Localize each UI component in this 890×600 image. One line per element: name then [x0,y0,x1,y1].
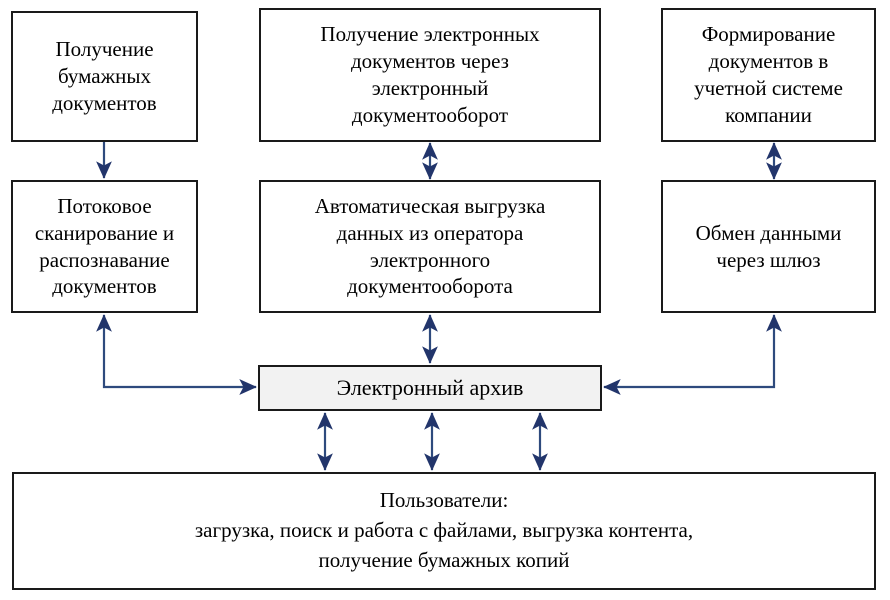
node-line: распознавание [39,247,170,272]
node-accounting-system-documents[interactable]: Формирование документов в учетной систем… [661,8,876,142]
node-line: загрузка, поиск и работа с файлами, выгр… [194,518,694,543]
node-electronic-document-intake-label: Получение электронных документов через э… [269,21,591,129]
node-paper-document-intake[interactable]: Получение бумажных документов [11,11,198,142]
node-line: через шлюз [716,247,821,272]
node-line: данных из оператора [336,220,524,245]
node-line: Пользователи: [379,488,509,513]
node-electronic-archive[interactable]: Электронный архив [258,365,602,411]
node-users[interactable]: Пользователи: загрузка, поиск и работа с… [12,472,876,590]
node-electronic-document-intake[interactable]: Получение электронных документов через э… [259,8,601,142]
node-stream-scanning-recognition[interactable]: Потоковое сканирование и распознавание д… [11,180,198,313]
node-line: Электронный архив [336,374,524,400]
node-line: Потоковое [57,193,152,218]
node-users-label: Пользователи: загрузка, поиск и работа с… [22,486,866,575]
arrow-scan-to-archive [96,314,257,395]
node-line: получение бумажных копий [318,547,570,572]
node-line: бумажных [58,64,151,89]
node-line: документооборота [347,274,513,299]
node-line: Обмен данными [695,220,842,245]
arrow-gateway-to-archive [603,314,782,395]
node-line: Автоматическая выгрузка [314,193,546,218]
node-line: электронный [371,76,489,100]
node-line: компании [725,102,812,127]
node-line: Получение электронных [320,22,540,47]
node-automatic-data-unload-label: Автоматическая выгрузка данных из операт… [269,193,591,301]
node-paper-document-intake-label: Получение бумажных документов [21,36,188,117]
node-electronic-archive-label: Электронный архив [268,374,592,402]
node-line: документов в [708,49,829,74]
node-data-exchange-gateway[interactable]: Обмен данными через шлюз [661,180,876,313]
node-automatic-data-unload[interactable]: Автоматическая выгрузка данных из операт… [259,180,601,313]
node-line: документов через [351,49,509,74]
node-line: Формирование [701,22,836,47]
node-accounting-system-documents-label: Формирование документов в учетной систем… [671,21,866,129]
node-stream-scanning-recognition-label: Потоковое сканирование и распознавание д… [21,193,188,301]
node-line: документов [52,274,157,299]
node-line: учетной системе [694,76,843,100]
node-line: электронного [369,247,491,272]
node-data-exchange-gateway-label: Обмен данными через шлюз [671,220,866,274]
node-line: документооборот [351,102,509,127]
node-line: Получение [55,37,154,62]
node-line: документов [52,90,157,115]
node-line: сканирование и [34,220,175,245]
